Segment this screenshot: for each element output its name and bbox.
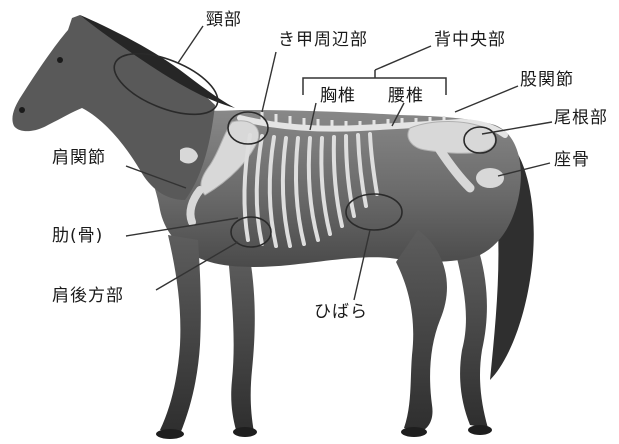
hoof-front-far <box>233 427 257 437</box>
horse-rear-near-leg <box>396 230 447 432</box>
hoof-rear-near <box>401 427 427 437</box>
label-tail-base: 尾根部 <box>554 110 608 127</box>
label-hip-joint: 股関節 <box>520 72 574 89</box>
label-rear-shoulder: 肩後方部 <box>52 288 124 305</box>
horse-nostril <box>19 107 25 113</box>
horse-front-far-leg <box>228 255 255 432</box>
label-neck: 頸部 <box>206 12 242 29</box>
skeleton-pelvis <box>408 122 495 154</box>
hoof-front-near <box>156 429 184 439</box>
label-ischium: 座骨 <box>554 152 590 169</box>
label-thoracic: 胸椎 <box>320 88 356 105</box>
label-shoulder-joint: 肩関節 <box>52 150 106 167</box>
horse-neck-head <box>12 15 215 200</box>
label-rib: 肋(骨) <box>52 228 103 245</box>
label-scapula: き甲周辺部 <box>278 32 368 49</box>
horse-front-near-leg <box>160 235 201 434</box>
horse-rear-far-leg <box>455 248 488 428</box>
label-flank: ひばら <box>314 304 368 321</box>
hoof-rear-far <box>468 425 492 435</box>
horse-eye <box>57 57 63 63</box>
skeleton-ischium <box>476 168 504 188</box>
label-back-center: 背中央部 <box>434 32 506 49</box>
label-lumbar: 腰椎 <box>388 88 424 105</box>
